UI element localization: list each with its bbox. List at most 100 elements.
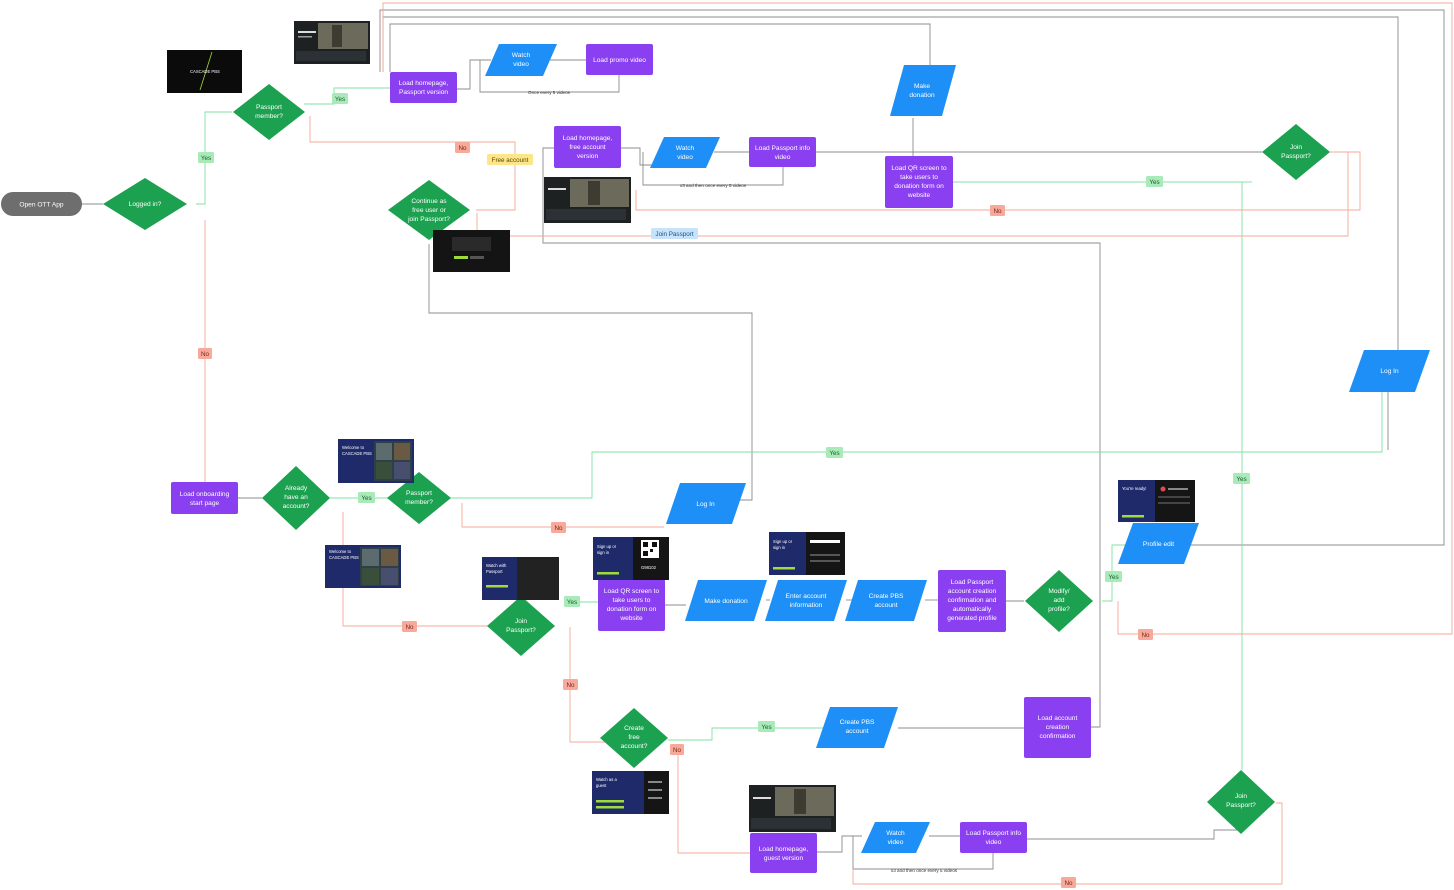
action-label: Watch	[512, 52, 531, 59]
label-no: No	[198, 348, 212, 359]
process-label: donation form on	[894, 183, 944, 190]
connector-yes	[450, 390, 1383, 499]
process-passport-info-bottom: Load Passport info video	[960, 822, 1027, 853]
label-yes: Yes	[332, 93, 348, 104]
svg-text:sign in: sign in	[597, 550, 610, 555]
label-no: No	[551, 522, 566, 533]
process-label: Load account	[1038, 715, 1078, 722]
svg-text:Free account: Free account	[492, 157, 529, 164]
svg-text:sign in: sign in	[773, 545, 786, 550]
svg-text:Sign up or: Sign up or	[597, 544, 617, 549]
action-label: Log In	[1380, 368, 1399, 375]
svg-text:You're ready!: You're ready!	[1122, 486, 1146, 491]
svg-text:Sign up or: Sign up or	[773, 539, 793, 544]
process-homepage-passport: Load homepage, Passport version	[390, 72, 457, 103]
action-make-donation-top: Make donation	[890, 65, 956, 116]
label-join-passport: Join Passport	[651, 228, 698, 239]
action-enter-account: Enter account information	[765, 580, 847, 621]
label-no: No	[1138, 629, 1153, 640]
logo-text: CASCADE PBS	[190, 69, 220, 74]
connector	[621, 147, 652, 166]
connector	[852, 836, 994, 870]
process-label: website	[619, 615, 643, 622]
svg-text:Yes: Yes	[201, 155, 211, 162]
action-make-donation-mid: Make donation	[685, 580, 767, 621]
thumbnails: CASCADE PBS	[167, 21, 1195, 832]
connector-no	[852, 802, 1283, 885]
action-label: Create PBS	[840, 719, 875, 726]
connector-yes	[953, 181, 1243, 770]
decision-join-passport-top: Join Passport?	[1262, 124, 1330, 180]
action-label: Profile edit	[1143, 541, 1174, 548]
process-promo-video: Load promo video	[586, 44, 653, 75]
action-label: video	[677, 154, 693, 161]
connector-yes	[668, 727, 830, 741]
decision-label: Join	[515, 618, 527, 625]
label-yes: Yes	[198, 152, 214, 163]
connectors	[82, 2, 1453, 885]
decision-label: account?	[621, 743, 648, 750]
label-yes: Yes	[758, 721, 775, 732]
decision-label: Logged in?	[129, 201, 162, 208]
thumbnail-watch-passport: Watch with Passport	[482, 557, 559, 600]
svg-text:G98102: G98102	[641, 565, 657, 570]
process-onboarding: Load onboarding start page	[171, 482, 238, 514]
process-creation-confirm: Load account creation confirmation	[1024, 697, 1091, 758]
process-label: website	[907, 192, 931, 199]
action-label: Log In	[696, 501, 715, 508]
label-free-account: Free account	[487, 154, 533, 165]
svg-text:No: No	[1064, 880, 1073, 887]
decision-label: Passport	[256, 104, 282, 111]
process-qr-mid: Load QR screen to take users to donation…	[598, 579, 665, 631]
svg-text:No: No	[1141, 632, 1150, 639]
svg-text:Watch with: Watch with	[486, 563, 507, 568]
decision-label: join Passport?	[407, 216, 450, 223]
connector	[1027, 829, 1240, 840]
decision-create-free: Create free account?	[600, 708, 668, 768]
process-label: Load onboarding	[180, 491, 230, 498]
action-label: information	[790, 602, 823, 609]
action-watch-top: Watch video	[485, 44, 557, 76]
svg-text:No: No	[201, 351, 210, 358]
svg-text:Yes: Yes	[1149, 179, 1159, 186]
thumbnail-homepage-free	[544, 177, 631, 223]
decision-label: Passport	[406, 490, 432, 497]
action-profile-edit: Profile edit	[1118, 523, 1199, 564]
connector	[389, 23, 931, 72]
decision-join-passport-mid: Join Passport?	[487, 596, 555, 656]
action-label: account	[845, 728, 868, 735]
action-log-in-mid: Log In	[666, 483, 746, 524]
thumbnail-sign-up-qr: G98102 Sign up or sign in	[593, 537, 669, 580]
note-once-every: Once every 5 videos	[528, 90, 571, 95]
thumbnail-guest: Watch as a guest	[592, 771, 669, 814]
process-label: Load promo video	[593, 57, 646, 64]
svg-text:Watch as a: Watch as a	[596, 777, 617, 782]
decision-label: Create	[624, 725, 644, 732]
action-label: Make donation	[704, 598, 748, 605]
note-x3-then: x3 and then once every 5 videos	[891, 868, 958, 873]
svg-text:Yes: Yes	[335, 96, 345, 103]
svg-text:guest: guest	[596, 783, 607, 788]
label-no: No	[670, 744, 684, 755]
process-label: confirmation	[1040, 733, 1076, 740]
process-label: Load homepage,	[563, 135, 613, 142]
connector	[542, 147, 1101, 728]
decision-already-account: Already have an account?	[262, 466, 330, 530]
connector-no	[569, 627, 606, 743]
thumbnail-continue-prompt	[433, 230, 510, 272]
note-x3-then: x3 and then once every 5 videos	[680, 183, 747, 188]
process-label: confirmation and	[948, 597, 997, 604]
connector-no	[677, 745, 750, 854]
action-watch-free: Watch video	[650, 137, 720, 168]
label-yes: Yes	[564, 596, 580, 607]
decision-passport-member-top: Passport member?	[233, 84, 305, 140]
action-label: Make	[914, 83, 930, 90]
process-label: Load homepage,	[399, 80, 449, 87]
svg-text:No: No	[554, 525, 563, 532]
start-node: Open OTT App	[1, 192, 82, 216]
decision-label: member?	[255, 113, 283, 120]
thumbnail-logo: CASCADE PBS	[167, 50, 242, 93]
label-no: No	[402, 621, 417, 632]
action-label: donation	[909, 92, 935, 99]
